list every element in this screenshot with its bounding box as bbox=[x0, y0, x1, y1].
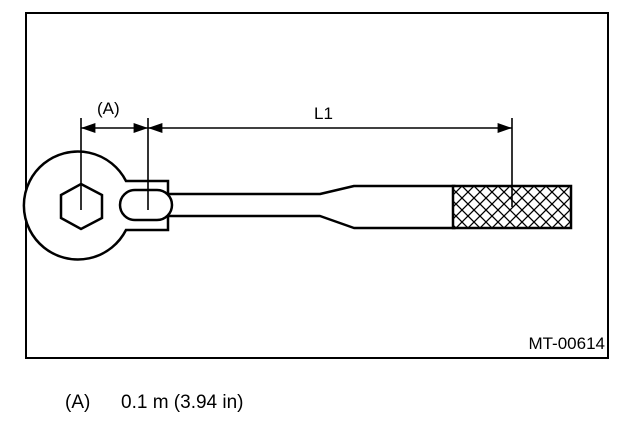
dimension-a-label: (A) bbox=[97, 99, 120, 118]
legend-key: (A) bbox=[65, 392, 91, 413]
legend: (A) 0.1 m (3.94 in) bbox=[65, 392, 244, 414]
dimension-l1-label: L1 bbox=[314, 104, 333, 123]
figure-frame bbox=[25, 12, 609, 359]
wrench-handle bbox=[152, 184, 457, 230]
wrench-slot bbox=[118, 188, 174, 222]
legend-value: 0.1 m (3.94 in) bbox=[121, 392, 244, 413]
figure-code: MT-00614 bbox=[528, 334, 605, 353]
